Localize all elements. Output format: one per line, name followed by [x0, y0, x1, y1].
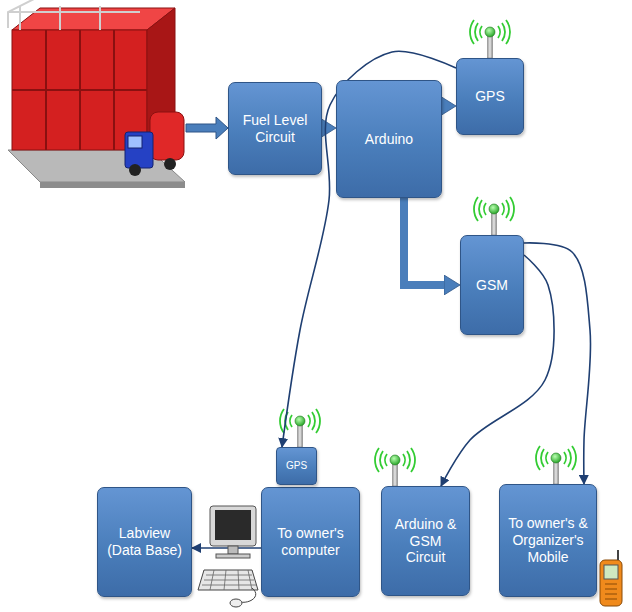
- gsm-module-box: GSM: [460, 235, 524, 335]
- box-label: Labview (Data Base): [104, 525, 185, 559]
- gps-module-box: GPS: [456, 58, 524, 135]
- box-label: Fuel Level Circuit: [235, 112, 315, 146]
- wireless-link-arrow: [441, 255, 554, 486]
- antenna: [474, 197, 514, 235]
- wireless-link-arrow: [524, 243, 591, 484]
- wireless-link-arrow: [192, 547, 261, 549]
- database-box: Labview (Data Base): [97, 487, 192, 597]
- data-flow-arrow: [442, 102, 444, 110]
- box-label: To owner's & Organizer's Mobile: [506, 515, 590, 565]
- box-label: GPS: [475, 88, 505, 105]
- box-label: Arduino & GSM Circuit: [388, 516, 463, 566]
- box-label: To owner's computer: [268, 525, 353, 559]
- mobile-box: To owner's & Organizer's Mobile: [499, 484, 597, 597]
- receiver-box: Arduino & GSM Circuit: [381, 486, 470, 596]
- box-label: GPS: [286, 460, 307, 472]
- data-flow-arrow: [322, 124, 324, 132]
- box-label: GSM: [476, 277, 508, 294]
- computer-box: To owner's computer: [261, 487, 360, 597]
- computer-icon: [198, 506, 258, 607]
- data-flow-arrow: [404, 198, 448, 285]
- circuit-box: Fuel Level Circuit: [228, 82, 322, 175]
- input-arrow: [186, 117, 228, 139]
- fuel-station-illustration: [8, 0, 185, 188]
- gps-receiver-box: GPS: [276, 447, 317, 485]
- controller-box: Arduino: [336, 80, 442, 198]
- antenna: [470, 20, 510, 58]
- antenna: [375, 448, 415, 486]
- box-label: Arduino: [365, 131, 413, 148]
- mobile-phone-icon: [600, 550, 622, 606]
- antenna: [536, 446, 576, 484]
